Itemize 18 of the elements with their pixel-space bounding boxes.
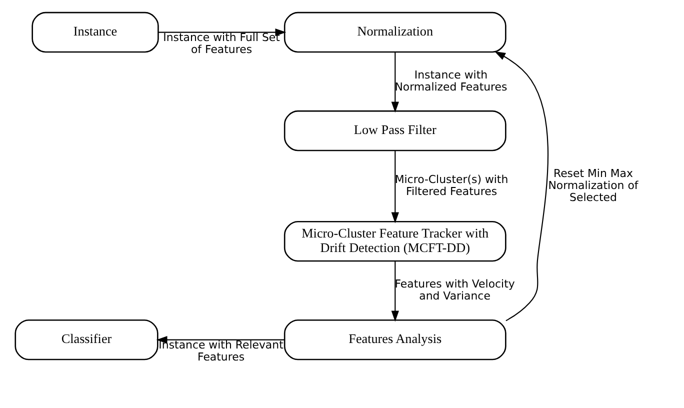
arrow: [390, 261, 398, 322]
node-box: Instance: [31, 12, 158, 53]
arrow: [158, 28, 286, 36]
edge-label: Reset Min Max Normalization of Selected: [548, 166, 638, 204]
arrow: [156, 336, 284, 344]
edge-label: Instance with Normalized Features: [394, 68, 507, 94]
arrow: [390, 52, 398, 113]
arrow: [494, 51, 548, 322]
node-box: Features Analysis: [283, 319, 506, 360]
edge-label: Features with Velocity and Variance: [394, 277, 514, 302]
node-box: Classifier: [14, 319, 158, 360]
node-box: Low Pass Filter: [283, 110, 506, 152]
arrow: [390, 150, 398, 224]
node-box: Micro-Cluster Feature Tracker with Drift Detection (MCFT-DD): [283, 220, 506, 262]
edge-label: Instance with Relevant Features: [158, 338, 283, 364]
edge-label: Instance with Full Set of Features: [162, 31, 280, 56]
node-box: Normalization: [283, 12, 506, 53]
edge-label: Micro-Cluster(s) with Filtered Features: [394, 172, 508, 198]
